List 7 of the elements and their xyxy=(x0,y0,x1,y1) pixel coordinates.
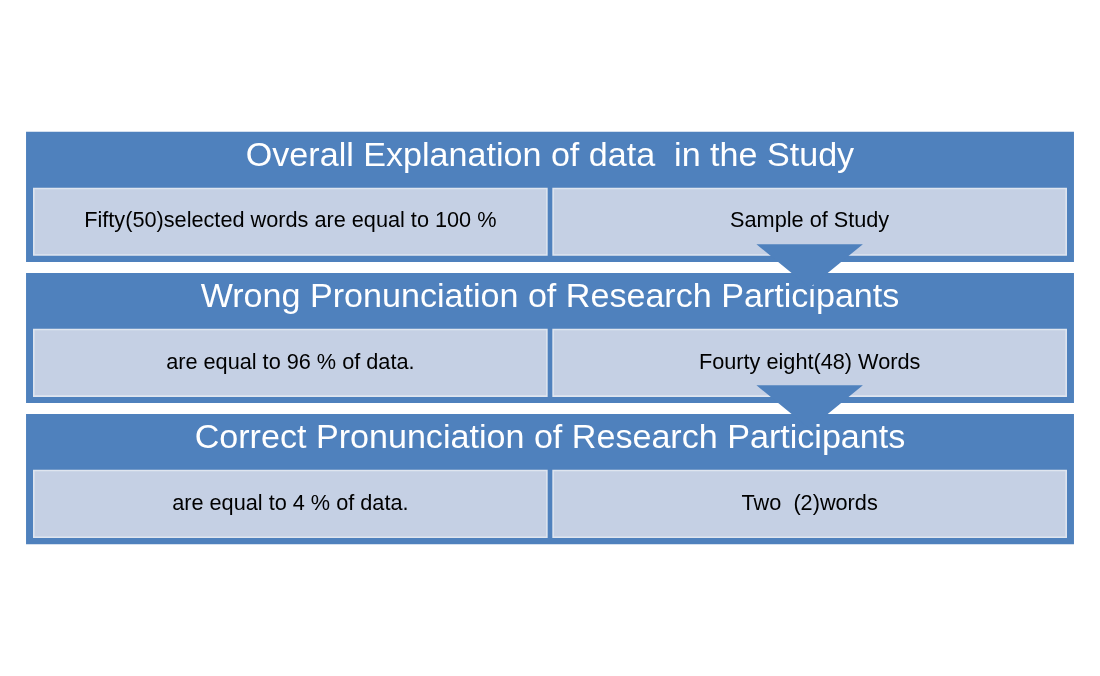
node-box: Fifty(50)selected words are equal to 100 % xyxy=(33,187,548,256)
node-box: Two (2)words xyxy=(552,469,1067,538)
node-box: Fourty eight(48) Words xyxy=(552,328,1067,397)
node-box: are equal to 96 % of data. xyxy=(33,328,548,397)
arrow xyxy=(756,244,863,288)
node-box: are equal to 4 % of data. xyxy=(33,469,548,538)
node-box: Sample of Study xyxy=(552,187,1067,256)
